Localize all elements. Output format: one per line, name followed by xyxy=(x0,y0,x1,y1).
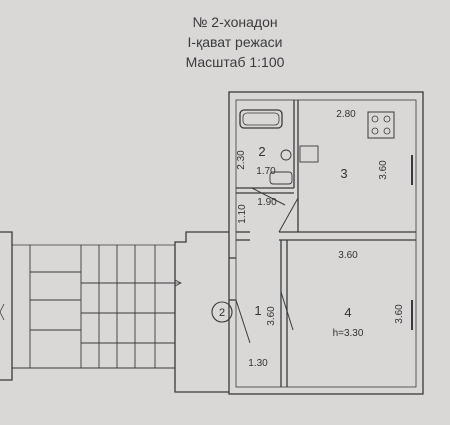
door-room-4 xyxy=(280,291,294,331)
stair-break-mark xyxy=(0,303,5,321)
kitchen-sink-icon xyxy=(299,145,319,163)
room-2-number: 2 xyxy=(258,144,265,159)
dim-room-1-height: 3.60 xyxy=(266,306,277,326)
floor-plan-subtitle: I-қават режаси xyxy=(187,34,283,50)
dim-room-3-height: 3.60 xyxy=(378,160,389,180)
room-4-height: h=3.30 xyxy=(333,328,364,339)
stair-marker-number: 2 xyxy=(219,307,225,319)
toilet-icon xyxy=(269,171,293,185)
room-1-number: 1 xyxy=(254,303,261,318)
entry-door xyxy=(235,299,251,344)
scale-label: Масштаб 1:100 xyxy=(185,54,285,70)
dim-room-2-height: 2.30 xyxy=(236,150,247,170)
dim-room-2-width: 1.70 xyxy=(256,166,276,177)
stair-treads xyxy=(12,245,175,369)
stove-icon xyxy=(367,111,395,139)
dim-room-3-width: 2.80 xyxy=(336,109,356,120)
stairwell-left-wall xyxy=(0,231,13,381)
room-4-number: 4 xyxy=(344,305,351,320)
sink-icon xyxy=(280,149,292,161)
bathtub-icon xyxy=(239,109,283,129)
apartment-outer-wall xyxy=(228,91,424,395)
door-room-3 xyxy=(278,197,299,233)
door-room-2 xyxy=(251,187,286,206)
room-3-number: 3 xyxy=(340,166,347,181)
stairwell-wall xyxy=(174,231,229,393)
dim-room-4-height: 3.60 xyxy=(394,304,405,324)
dim-room-4-width: 3.60 xyxy=(338,250,358,261)
apartment-inner-wall xyxy=(235,99,417,388)
stair-marker-circle xyxy=(211,301,233,323)
dim-corridor-width: 1.90 xyxy=(257,197,277,208)
dim-corridor-height: 1.10 xyxy=(237,204,248,224)
dim-room-1-width: 1.30 xyxy=(248,358,268,369)
apartment-title: № 2-хонадон xyxy=(192,14,278,30)
stair-arrow-head xyxy=(174,279,182,287)
